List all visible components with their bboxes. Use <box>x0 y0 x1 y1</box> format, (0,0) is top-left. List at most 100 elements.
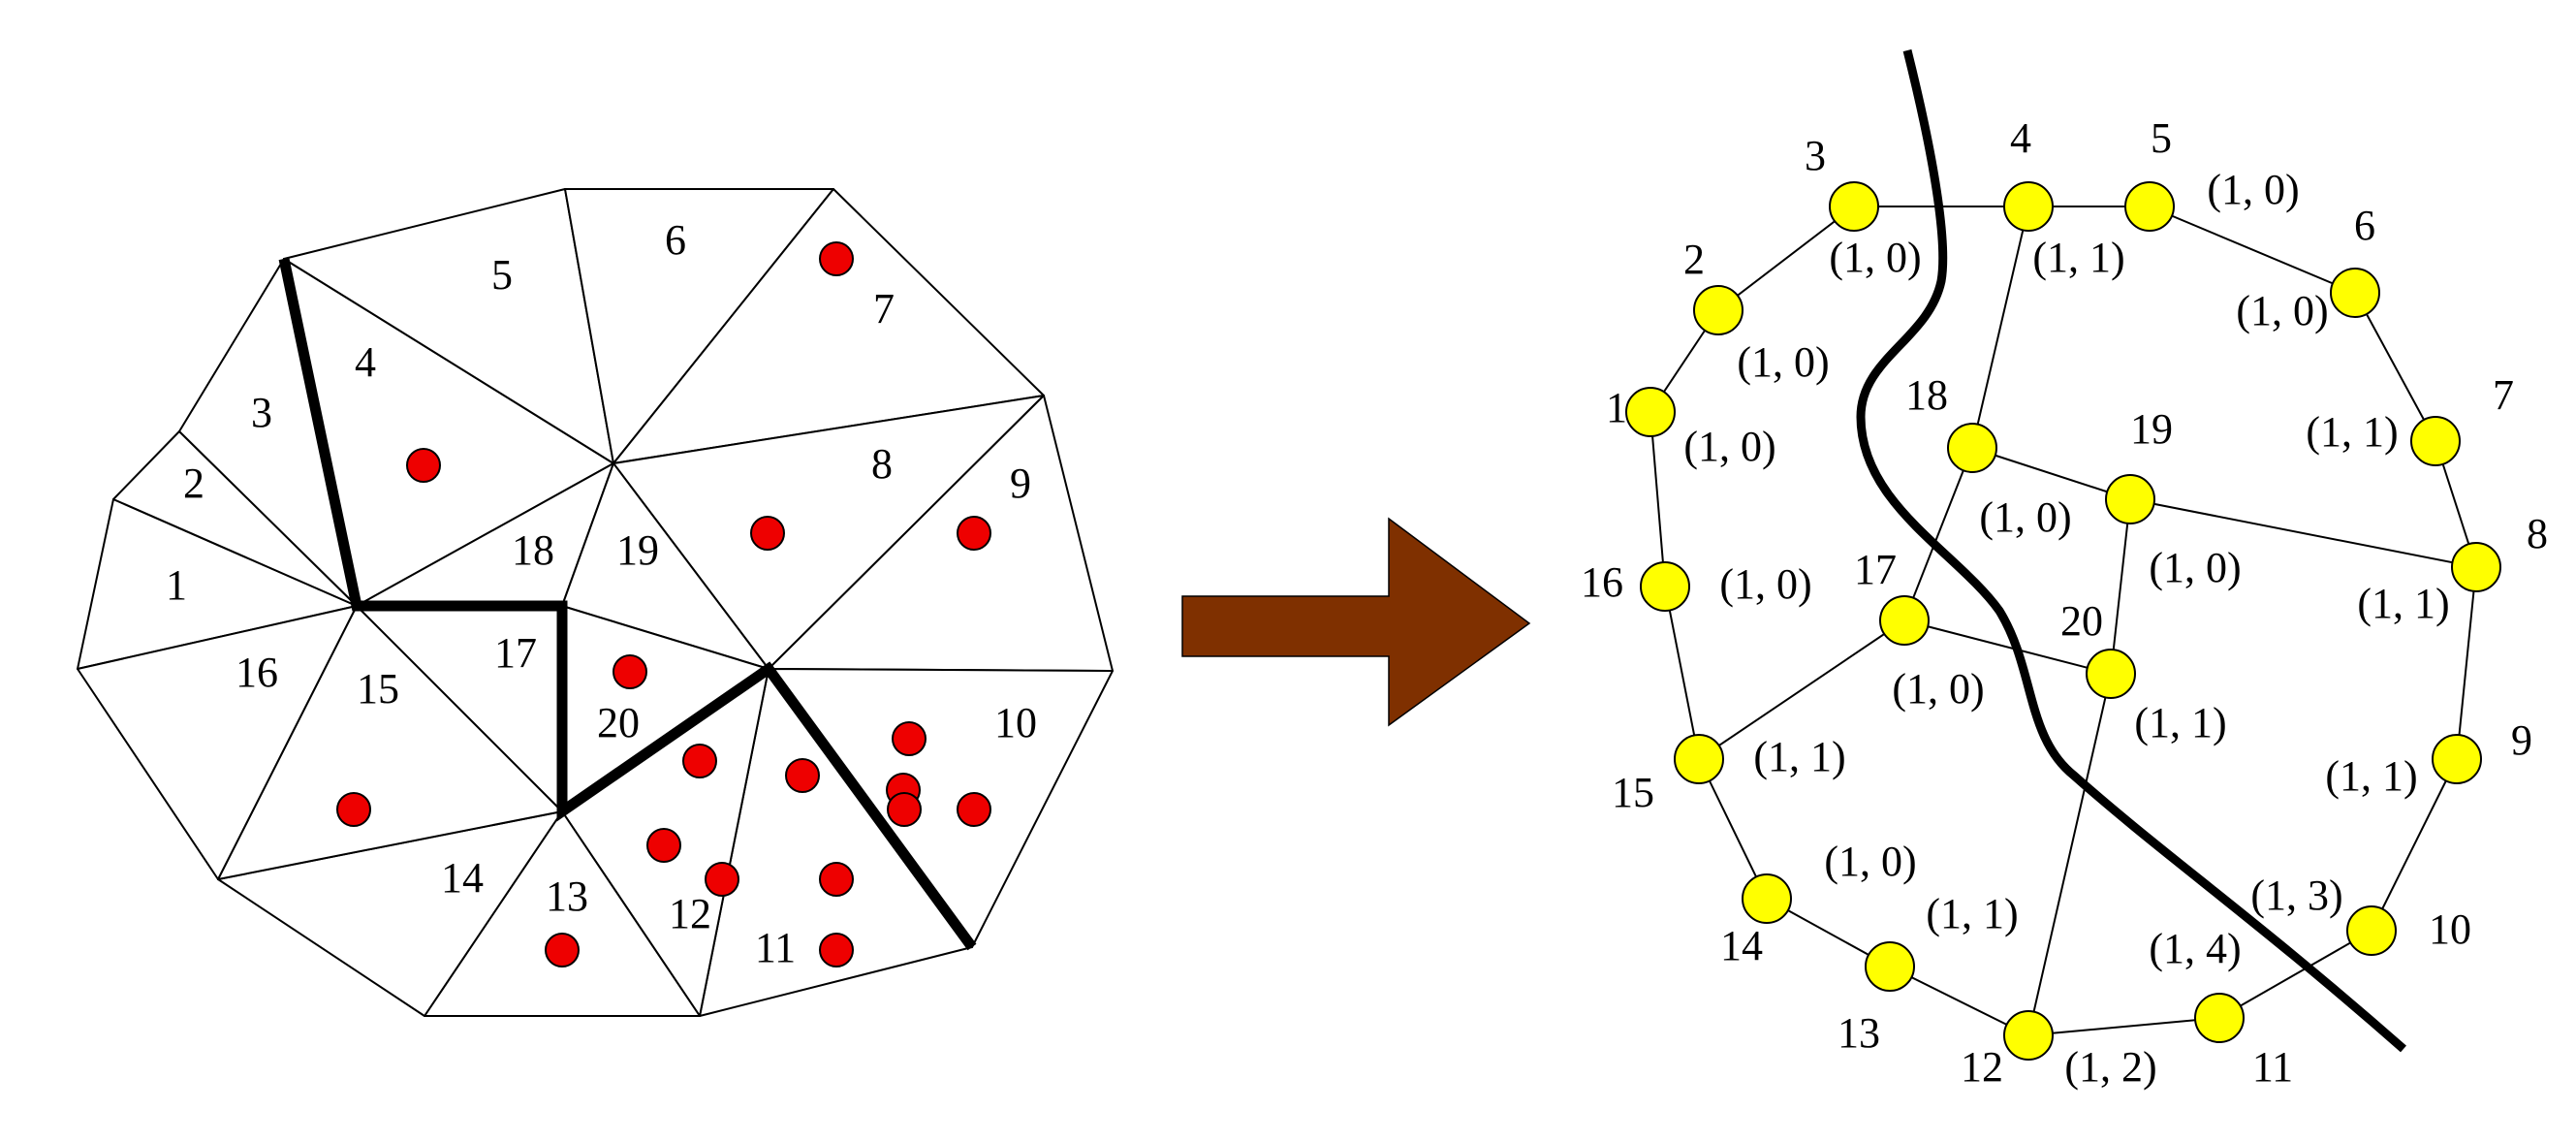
dual-graph: 1(1, 0)2(1, 0)3(1, 0)4(1, 1)5(1, 0)6(1, … <box>1581 48 2548 1091</box>
triangle-label: 6 <box>665 216 686 264</box>
graph-edge <box>2027 1017 2220 1036</box>
graph-node <box>2194 993 2245 1043</box>
node-weight: (1, 0) <box>1737 338 1829 386</box>
node-label: 19 <box>2130 405 2173 453</box>
triangle-label: 19 <box>616 526 659 574</box>
red-dot <box>682 744 717 778</box>
graph-cut-curve <box>1856 48 2406 1053</box>
graph-edge <box>2354 292 2436 442</box>
node-label: 8 <box>2527 510 2548 557</box>
graph-node <box>1674 734 1724 784</box>
graph-edge <box>1664 586 1700 760</box>
red-dot <box>406 448 441 483</box>
triangle-label: 7 <box>873 285 895 333</box>
red-dot <box>785 758 820 793</box>
node-label: 7 <box>2493 371 2514 419</box>
graph-edge <box>1698 758 1768 900</box>
red-dot <box>750 516 785 551</box>
triangle-label: 13 <box>546 872 588 920</box>
graph-edge <box>2027 673 2112 1036</box>
graph-node <box>2346 905 2397 956</box>
graph-edge <box>1903 447 1973 621</box>
graph-edge <box>1649 411 1666 587</box>
node-label: 9 <box>2511 716 2532 764</box>
red-dot <box>705 862 739 897</box>
node-label: 1 <box>1606 384 1627 431</box>
node-label: 11 <box>2252 1043 2293 1091</box>
node-label: 18 <box>1905 371 1948 419</box>
red-dot <box>957 516 991 551</box>
node-weight: (1, 1) <box>2306 408 2398 456</box>
graph-edge <box>1717 206 1855 311</box>
node-weight: (1, 0) <box>2236 287 2328 334</box>
node-label: 14 <box>1720 922 1763 969</box>
red-dot <box>336 792 371 827</box>
triangle-label: 20 <box>597 699 640 746</box>
mesh-triangles <box>77 188 1114 1017</box>
red-dot <box>819 862 854 897</box>
transform-arrow <box>1181 517 1531 727</box>
triangle-label: 8 <box>871 440 893 488</box>
node-label: 5 <box>2151 114 2172 162</box>
triangle-label: 12 <box>669 890 711 937</box>
graph-edge <box>2129 498 2477 568</box>
graph-edge <box>1971 206 2029 449</box>
graph-edge <box>1698 619 1905 760</box>
graph-node <box>1829 181 1879 232</box>
graph-node <box>2410 416 2461 466</box>
graph-nodes <box>1625 181 2501 1061</box>
graph-edge <box>2218 930 2372 1019</box>
node-label: 13 <box>1838 1009 1880 1057</box>
node-weight: (1, 0) <box>1683 423 1775 470</box>
graph-node <box>2086 649 2136 699</box>
node-label: 4 <box>2010 114 2031 162</box>
node-label: 17 <box>1854 546 1897 593</box>
node-weight: (1, 0) <box>1829 234 1921 281</box>
red-dot <box>819 933 854 968</box>
node-weight: (1, 0) <box>2207 166 2299 213</box>
graph-node <box>1625 387 1676 437</box>
graph-edge <box>1903 619 2112 675</box>
node-weight: (1, 3) <box>2250 872 2342 919</box>
node-weight: (1, 0) <box>1719 560 1811 608</box>
node-weight: (1, 4) <box>2149 925 2241 972</box>
mesh-triangle <box>77 605 358 880</box>
node-label: 20 <box>2060 597 2103 645</box>
triangle-label: 16 <box>236 649 278 696</box>
graph-node <box>2003 181 2054 232</box>
node-weight: (1, 0) <box>1824 838 1916 885</box>
graph-edge <box>2371 758 2458 932</box>
red-dot <box>892 721 927 756</box>
node-label: 6 <box>2354 202 2375 249</box>
red-dot <box>545 933 580 968</box>
triangle-label: 15 <box>357 665 399 713</box>
graph-edge <box>2110 498 2131 675</box>
triangle-label: 17 <box>494 629 537 677</box>
red-dot <box>957 792 991 827</box>
node-label: 2 <box>1683 236 1705 283</box>
node-label: 15 <box>1612 769 1654 816</box>
node-label: 10 <box>2429 905 2471 953</box>
node-label: 12 <box>1961 1043 2003 1091</box>
node-weight: (1, 1) <box>2134 699 2226 746</box>
graph-node <box>1879 595 1930 646</box>
triangle-label: 9 <box>1010 460 1031 507</box>
red-dot <box>819 241 854 276</box>
graph-edge <box>1971 447 2131 500</box>
graph-node <box>2432 734 2482 784</box>
node-label: 16 <box>1581 558 1623 606</box>
graph-edge <box>2456 566 2477 760</box>
graph-node <box>2330 268 2380 318</box>
triangle-label: 14 <box>441 854 484 902</box>
triangle-label: 2 <box>183 460 204 507</box>
graph-edge <box>2149 206 2356 294</box>
triangle-label: 5 <box>491 251 513 299</box>
node-weight: (1, 1) <box>2357 580 2449 627</box>
graph-node-labels: 1(1, 0)2(1, 0)3(1, 0)4(1, 1)5(1, 0)6(1, … <box>1581 114 2548 1091</box>
graph-node <box>1865 941 1915 992</box>
node-weight: (1, 1) <box>1926 890 2018 937</box>
red-dot <box>887 792 922 827</box>
node-weight: (1, 1) <box>2032 234 2124 281</box>
graph-node <box>1640 561 1690 612</box>
